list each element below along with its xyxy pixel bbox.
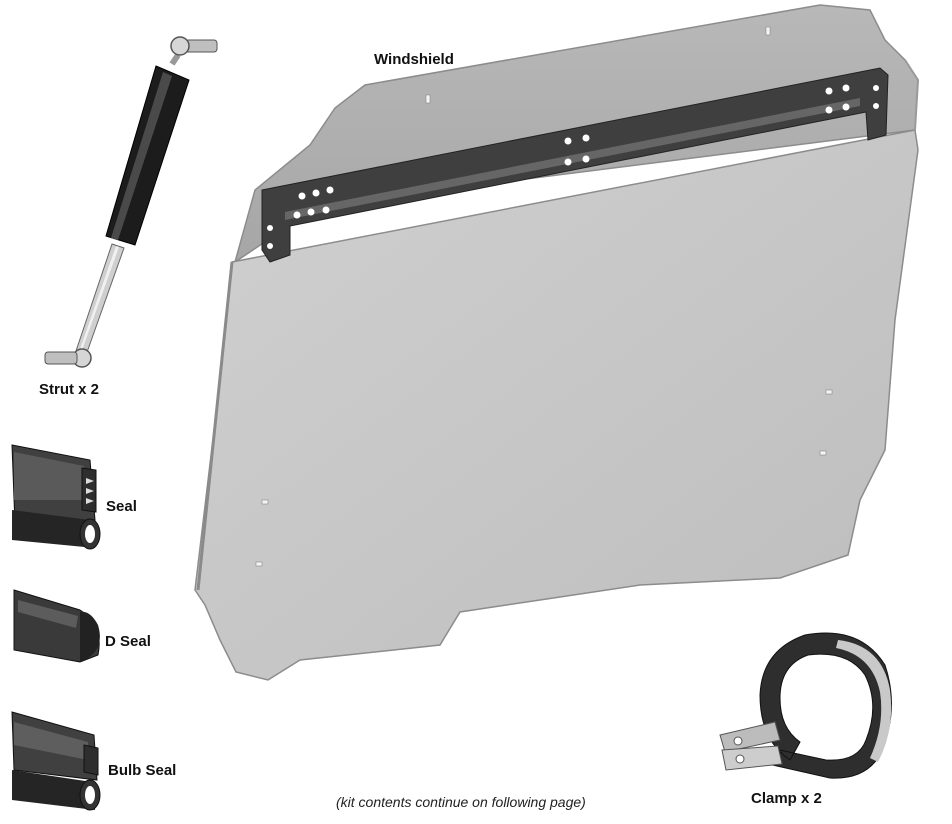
bulb-seal-illustration — [11, 711, 101, 811]
d-seal-illustration — [13, 589, 100, 663]
seal-illustration — [11, 444, 101, 550]
continuation-note: (kit contents continue on following page… — [336, 794, 586, 810]
windshield-label: Windshield — [374, 51, 454, 68]
bulb-seal-label: Bulb Seal — [108, 762, 177, 779]
seal-label: Seal — [106, 498, 137, 515]
strut-label: Strut x 2 — [39, 381, 100, 398]
clamp-label: Clamp x 2 — [751, 790, 822, 807]
strut-illustration — [44, 36, 218, 368]
d-seal-label: D Seal — [105, 633, 151, 650]
